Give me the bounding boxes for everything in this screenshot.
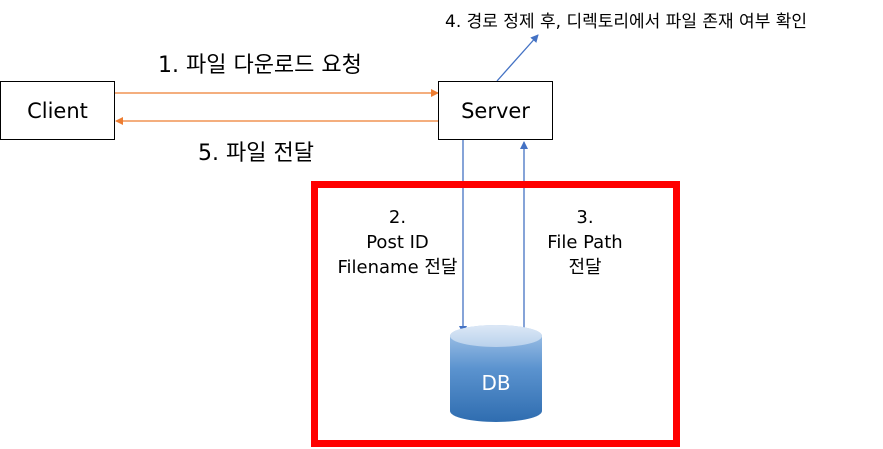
server-node: Server [438,81,553,140]
highlight-frame [311,181,680,447]
step4-label: 4. 경로 정제 후, 디렉토리에서 파일 존재 여부 확인 [445,12,808,32]
step5-label: 5. 파일 전달 [198,141,314,166]
step3-number: 3. [576,207,594,228]
step3-line-deliver: 전달 [568,257,602,278]
step2-label: 2. Post ID Filename 전달 [330,205,465,280]
client-label: Client [27,98,88,123]
step2-number: 2. [388,207,407,228]
client-node: Client [0,81,115,140]
step2-line-filename: Filename 전달 [337,257,458,278]
step2-line-postid: Post ID [366,232,429,253]
server-label: Server [461,98,530,123]
db-label: DB [481,371,511,395]
step3-line-filepath: File Path [547,232,623,253]
db-cylinder-icon [450,325,542,422]
step3-label: 3. File Path 전달 [525,205,645,280]
step1-label: 1. 파일 다운로드 요청 [158,53,362,78]
path-check-arrow [496,34,539,82]
